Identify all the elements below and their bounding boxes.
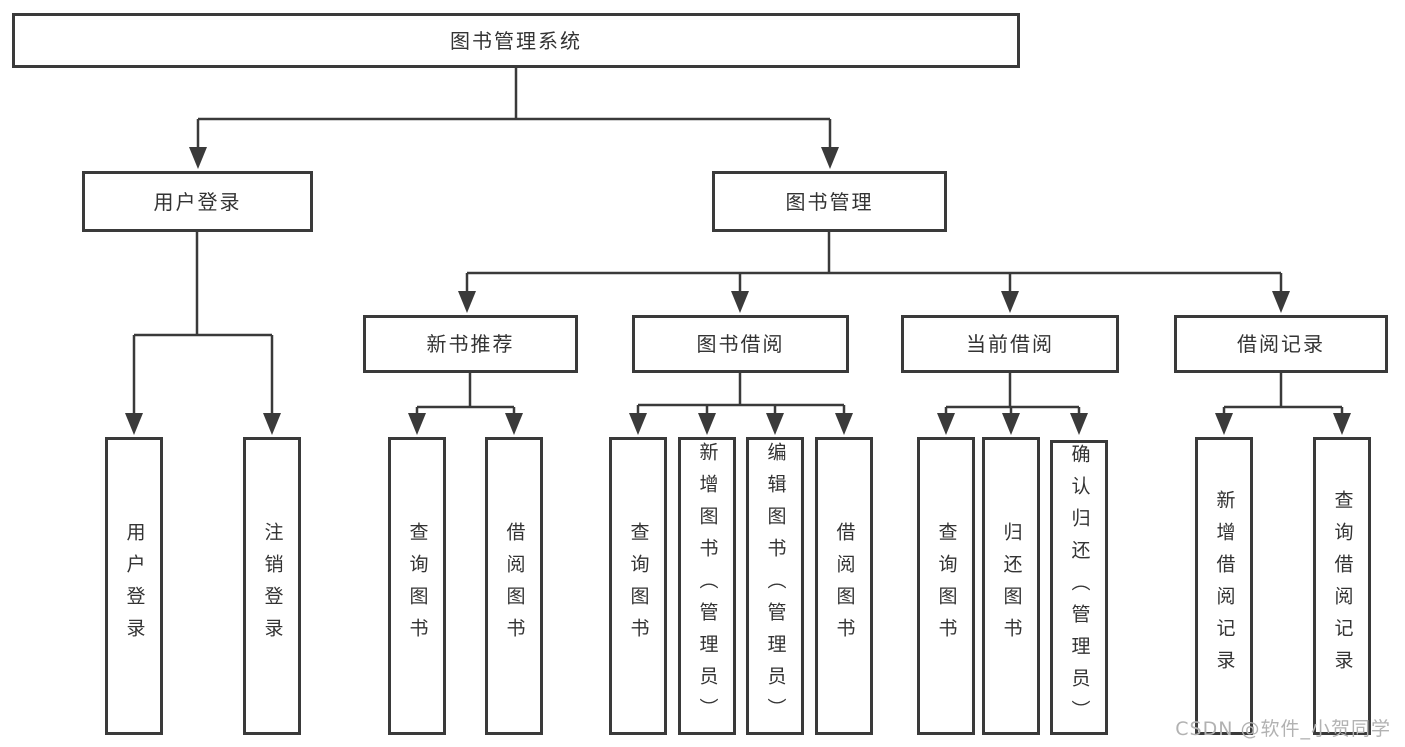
connector-root-to-level2	[196, 68, 832, 150]
arrow-icon	[408, 413, 426, 435]
node-book-borrow: 图书借阅	[632, 315, 849, 373]
arrow-icon	[505, 413, 523, 435]
node-root-library-system: 图书管理系统	[12, 13, 1020, 68]
arrow-icon	[263, 413, 281, 435]
connector-newbookrec-to-leaves	[415, 373, 516, 417]
arrow-icon	[629, 413, 647, 435]
leaf-query-book-borrow: 查询图书	[609, 437, 667, 735]
arrow-icon	[698, 413, 716, 435]
leaf-edit-book-admin: 编辑图书（管理员）	[746, 437, 804, 735]
arrow-icon	[1001, 291, 1019, 313]
arrow-icon	[1333, 413, 1351, 435]
arrow-icon	[1070, 413, 1088, 435]
arrow-icon	[821, 147, 839, 169]
leaf-confirm-return-admin: 确认归还（管理员）	[1050, 440, 1108, 735]
leaf-return-book: 归还图书	[982, 437, 1040, 735]
connector-bookborrow-to-leaves	[636, 373, 846, 417]
connector-bookmgmt-to-level3	[465, 232, 1283, 295]
leaf-query-borrow-record: 查询借阅记录	[1313, 437, 1371, 735]
node-book-management: 图书管理	[712, 171, 947, 232]
arrow-icon	[937, 413, 955, 435]
arrowheads	[125, 147, 1351, 435]
leaf-logout: 注销登录	[243, 437, 301, 735]
arrow-icon	[1272, 291, 1290, 313]
connector-borrowrecords-to-leaves	[1222, 373, 1344, 417]
leaf-user-login: 用户登录	[105, 437, 163, 735]
connector-userlogin-to-leaves	[132, 232, 274, 417]
arrow-icon	[125, 413, 143, 435]
connector-currentborrow-to-leaves	[944, 373, 1081, 417]
node-user-login: 用户登录	[82, 171, 313, 232]
leaf-add-borrow-record: 新增借阅记录	[1195, 437, 1253, 735]
node-current-borrow: 当前借阅	[901, 315, 1119, 373]
arrow-icon	[458, 291, 476, 313]
arrow-icon	[835, 413, 853, 435]
leaf-query-book-current: 查询图书	[917, 437, 975, 735]
arrow-icon	[766, 413, 784, 435]
leaf-borrow-book: 借阅图书	[815, 437, 873, 735]
arrow-icon	[1002, 413, 1020, 435]
node-borrow-records: 借阅记录	[1174, 315, 1388, 373]
arrow-icon	[731, 291, 749, 313]
leaf-add-book-admin: 新增图书（管理员）	[678, 437, 736, 735]
arrow-icon	[1215, 413, 1233, 435]
node-new-book-recommend: 新书推荐	[363, 315, 578, 373]
leaf-borrow-book-recommend: 借阅图书	[485, 437, 543, 735]
arrow-icon	[189, 147, 207, 169]
leaf-query-book-recommend: 查询图书	[388, 437, 446, 735]
csdn-watermark: CSDN @软件_小贺同学	[1175, 718, 1391, 740]
